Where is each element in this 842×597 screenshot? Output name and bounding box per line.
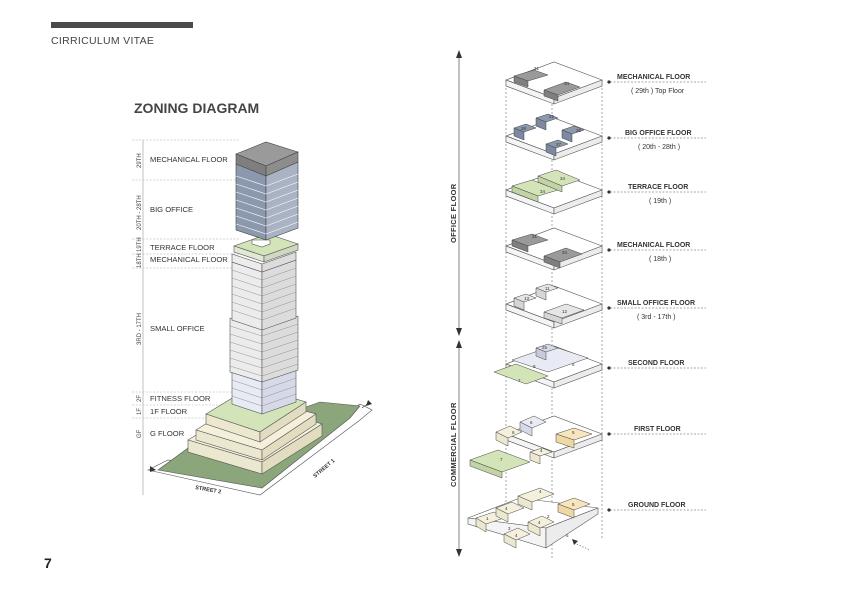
- floor-label-big-office: BIG OFFICE FLOOR: [625, 130, 692, 137]
- svg-text:22: 22: [549, 114, 555, 119]
- office-floor-label: OFFICE FLOOR: [449, 183, 458, 243]
- level-tag-gf: GF: [137, 429, 143, 438]
- zone-label-terrace: TERRACE FLOOR: [150, 243, 215, 252]
- svg-text:5: 5: [566, 533, 569, 538]
- floor-label-first: FIRST FLOOR: [634, 426, 681, 433]
- zone-label-big-office: BIG OFFICE: [150, 205, 193, 214]
- floor-label-second: SECOND FLOOR: [628, 360, 684, 367]
- floor-label-terrace: TERRACE FLOOR: [628, 184, 688, 191]
- svg-text:13: 13: [524, 296, 530, 301]
- exploded-axis: OFFICE FLOOR COMMERCIAL FLOOR: [449, 50, 462, 557]
- floor-label-mechanical-top: MECHANICAL FLOOR: [617, 74, 690, 81]
- level-tag-19: 19TH: [137, 237, 143, 252]
- svg-text:28: 28: [521, 126, 527, 131]
- svg-text:34: 34: [564, 81, 570, 86]
- level-tag-2f: 2F: [137, 395, 143, 402]
- level-tag-29: 29TH: [137, 153, 143, 168]
- svg-text:34: 34: [560, 176, 566, 181]
- svg-text:31: 31: [534, 66, 540, 71]
- zone-label-mechanical: MECHANICAL FLOOR: [150, 155, 228, 164]
- floor-plates: 31 34 28 22 26 27 34 34: [468, 62, 602, 550]
- svg-text:27: 27: [556, 142, 562, 147]
- level-tag-18: 18TH: [137, 253, 143, 268]
- level-tag-3-17: 3RD - 17TH: [137, 313, 143, 345]
- street-1-label: STREET 1: [312, 458, 336, 479]
- floor-label-ground: GROUND FLOOR: [628, 502, 686, 509]
- floor-sub-small-office: ( 3rd - 17th ): [637, 314, 676, 321]
- floor-label-mechanical-18: MECHANICAL FLOOR: [617, 242, 690, 249]
- exploded-labels: MECHANICAL FLOOR ( 29th ) Top Floor BIG …: [607, 74, 706, 512]
- floor-sub-big-office: ( 20th - 28th ): [638, 144, 680, 151]
- street-2-label: STREET 2: [195, 485, 222, 495]
- svg-text:12: 12: [562, 309, 568, 314]
- level-tag-20-28: 20TH - 28TH: [137, 195, 143, 230]
- svg-text:25: 25: [542, 345, 548, 350]
- level-tag-1f: 1F: [137, 408, 143, 415]
- svg-text:31: 31: [532, 234, 538, 239]
- svg-text:11: 11: [545, 286, 550, 291]
- svg-text:34: 34: [562, 250, 568, 255]
- floor-sub-mechanical-18: ( 18th ): [649, 256, 671, 263]
- floor-sub-terrace: ( 19th ): [649, 198, 671, 205]
- zone-label-g: G FLOOR: [150, 429, 185, 438]
- zone-label-fitness: FITNESS FLOOR: [150, 394, 211, 403]
- svg-text:26: 26: [576, 128, 582, 133]
- floor-label-small-office: SMALL OFFICE FLOOR: [617, 300, 695, 307]
- zone-label-mechanical-18: MECHANICAL FLOOR: [150, 255, 228, 264]
- zone-label-1f: 1F FLOOR: [150, 407, 188, 416]
- commercial-floor-label: COMMERCIAL FLOOR: [449, 402, 458, 487]
- floor-sub-mechanical-top: ( 29th ) Top Floor: [631, 88, 685, 95]
- big-office-block: [236, 142, 298, 240]
- zone-label-small-office: SMALL OFFICE: [150, 324, 205, 333]
- svg-text:34: 34: [540, 189, 546, 194]
